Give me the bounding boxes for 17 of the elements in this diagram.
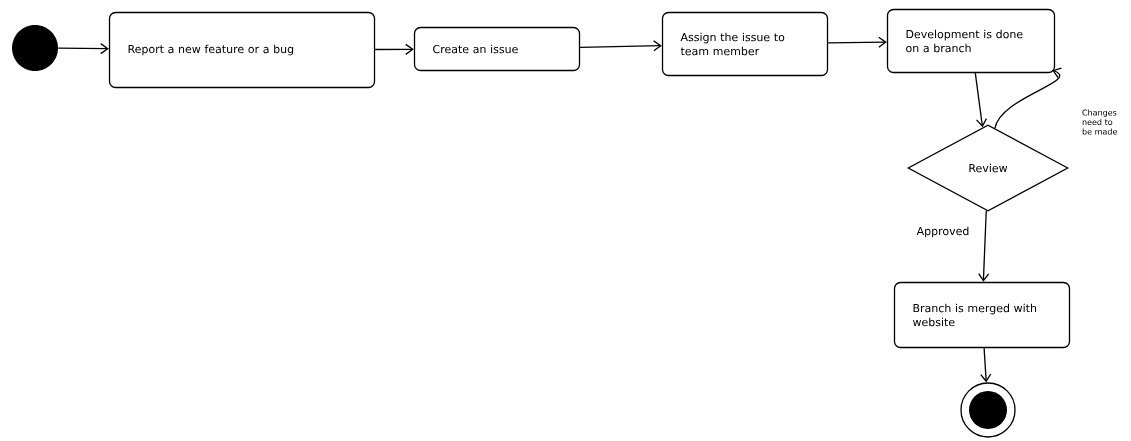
arrow [374, 43, 414, 55]
arrow [978, 210, 990, 282]
process-box: Branch is merged with website [893, 281, 1071, 349]
start-node [12, 25, 58, 71]
process-box: Development is done on a branch [886, 8, 1056, 74]
arrow [974, 72, 988, 128]
process-box: Assign the issue to team member [661, 11, 829, 77]
edge-label: Changes need to be made [1082, 109, 1117, 135]
process-box: Create an issue [413, 26, 581, 72]
arrow [980, 347, 992, 383]
process-box: Report a new feature or a bug [108, 11, 376, 89]
arrow [579, 40, 662, 52]
end-node [960, 382, 1016, 438]
arrow [57, 43, 109, 55]
arrow [827, 36, 887, 48]
arrow [994, 67, 1063, 129]
edge-label: Approved [916, 226, 969, 238]
